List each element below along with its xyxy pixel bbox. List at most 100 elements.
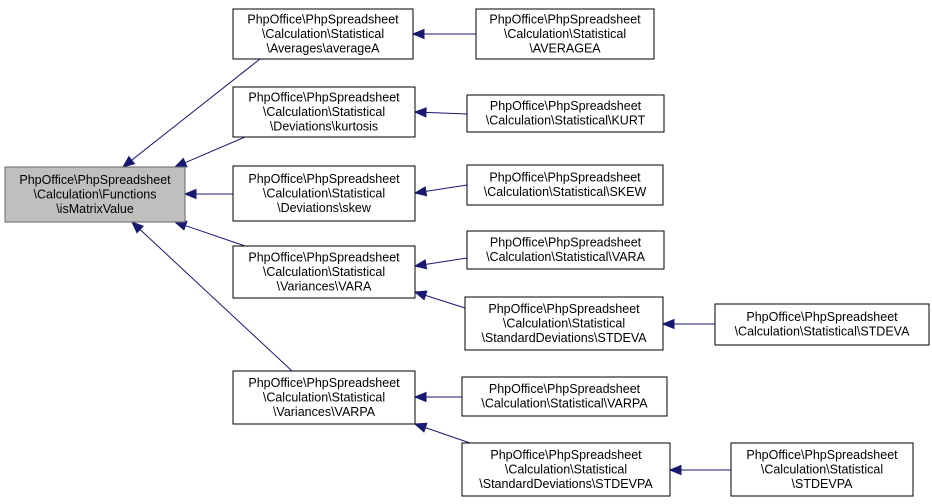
node-box	[714, 303, 930, 346]
arrowhead	[413, 259, 428, 270]
node-KURT[interactable]: PhpOffice\PhpSpreadsheet\Calculation\Sta…	[466, 94, 665, 133]
node-label-line: \StandardDeviations\STDEVA	[481, 331, 647, 345]
edge-avgA-to-root	[121, 58, 261, 168]
node-label-line: \Calculation\Statistical	[263, 105, 385, 119]
edge-line	[425, 257, 468, 265]
node-label-line: \Calculation\Statistical	[505, 462, 627, 476]
edge-line	[185, 225, 246, 247]
arrowhead	[173, 220, 188, 231]
node-label-line: PhpOffice\PhpSpreadsheet	[746, 310, 898, 324]
arrowhead	[411, 28, 425, 40]
node-label-line: \Calculation\Statistical\KURT	[486, 114, 646, 128]
node-box	[232, 370, 416, 425]
edge-kurtosis-to-root	[173, 136, 246, 168]
node-label-line: PhpOffice\PhpSpreadsheet	[490, 448, 642, 462]
edges-layer	[121, 28, 731, 476]
node-label-line: \AVERAGEA	[529, 41, 601, 55]
arrowhead	[413, 290, 428, 301]
node-varpa[interactable]: PhpOffice\PhpSpreadsheet\Calculation\Sta…	[232, 370, 416, 425]
arrowhead	[413, 107, 427, 118]
node-box	[232, 245, 416, 299]
node-label-line: \Calculation\Functions	[34, 187, 157, 201]
edge-VARPA-to-varpa	[413, 391, 462, 403]
node-label-line: PhpOffice\PhpSpreadsheet	[488, 302, 640, 316]
edge-VARA-to-vara	[413, 257, 468, 270]
node-label-line: \Calculation\Statistical\VARPA	[481, 397, 648, 411]
node-skew[interactable]: PhpOffice\PhpSpreadsheet\Calculation\Sta…	[232, 165, 416, 222]
node-label-line: \Calculation\Statistical\SKEW	[484, 185, 647, 199]
node-label-line: PhpOffice\PhpSpreadsheet	[19, 173, 171, 187]
node-vara[interactable]: PhpOffice\PhpSpreadsheet\Calculation\Sta…	[232, 245, 416, 299]
node-label-line: PhpOffice\PhpSpreadsheet	[489, 12, 641, 26]
node-SKEW[interactable]: PhpOffice\PhpSpreadsheet\Calculation\Sta…	[466, 164, 664, 206]
arrowhead	[661, 318, 675, 330]
node-label-line: \Calculation\Statistical\VARA	[486, 250, 646, 264]
node-VARA[interactable]: PhpOffice\PhpSpreadsheet\Calculation\Sta…	[466, 230, 665, 270]
node-label-line: \Calculation\Statistical\STDEVA	[735, 325, 910, 339]
node-sdSTDEVA[interactable]: PhpOffice\PhpSpreadsheet\Calculation\Sta…	[464, 296, 664, 351]
node-box	[461, 376, 668, 417]
node-box	[466, 94, 665, 133]
edge-KURT-to-kurtosis	[413, 107, 468, 118]
node-label-line: PhpOffice\PhpSpreadsheet	[248, 250, 400, 264]
edge-SKEW-to-skew	[413, 184, 468, 197]
node-label-line: \Averages\averageA	[266, 41, 380, 55]
node-label-line: \Deviations\skew	[277, 201, 372, 215]
edge-line	[425, 427, 471, 444]
node-label-line: PhpOffice\PhpSpreadsheet	[247, 12, 399, 26]
node-VARPA[interactable]: PhpOffice\PhpSpreadsheet\Calculation\Sta…	[461, 376, 668, 417]
arrowhead	[173, 157, 188, 168]
arrowhead	[413, 391, 427, 403]
edge-varpa-to-root	[131, 221, 293, 372]
node-label-line: \StandardDeviations\STDEVPA	[479, 477, 653, 491]
edge-line	[425, 184, 468, 192]
arrowhead	[183, 188, 197, 200]
node-label-line: PhpOffice\PhpSpreadsheet	[248, 90, 400, 104]
node-label-line: PhpOffice\PhpSpreadsheet	[490, 99, 642, 113]
nodes-layer: PhpOffice\PhpSpreadsheet\Calculation\Fun…	[4, 8, 930, 497]
node-label-line: \Calculation\Statistical	[263, 186, 385, 200]
node-label-line: PhpOffice\PhpSpreadsheet	[490, 236, 642, 250]
edge-line	[425, 294, 466, 309]
edge-line	[184, 136, 246, 164]
edge-skew-to-root	[183, 188, 233, 200]
node-kurtosis[interactable]: PhpOffice\PhpSpreadsheet\Calculation\Sta…	[232, 86, 416, 138]
node-box	[730, 442, 914, 497]
node-box	[232, 86, 416, 138]
node-label-line: PhpOffice\PhpSpreadsheet	[489, 171, 641, 185]
node-label-line: \Calculation\Statistical	[761, 462, 883, 476]
node-box	[232, 8, 414, 60]
node-label-line: \isMatrixValue	[56, 202, 134, 216]
arrowhead	[668, 464, 682, 476]
node-label-line: \STDEVPA	[792, 477, 854, 491]
arrowhead	[413, 186, 428, 197]
edge-line	[139, 229, 293, 372]
node-label-line: \Calculation\Statistical	[263, 265, 385, 279]
node-AVERAGEA[interactable]: PhpOffice\PhpSpreadsheet\Calculation\Sta…	[475, 8, 655, 60]
edge-vara-to-root	[173, 220, 246, 247]
node-box	[466, 164, 664, 206]
edge-line	[425, 111, 468, 115]
edge-STDEVA-to-sdSTDEVA	[661, 318, 715, 330]
node-STDEVA[interactable]: PhpOffice\PhpSpreadsheet\Calculation\Sta…	[714, 303, 930, 346]
node-sdSTDEVPA[interactable]: PhpOffice\PhpSpreadsheet\Calculation\Sta…	[461, 442, 671, 497]
node-box	[466, 230, 665, 270]
node-label-line: \Variances\VARPA	[273, 405, 376, 419]
edge-sdSTDEVA-to-vara	[413, 290, 466, 309]
node-label-line: PhpOffice\PhpSpreadsheet	[489, 382, 641, 396]
node-STDEVPA[interactable]: PhpOffice\PhpSpreadsheet\Calculation\Sta…	[730, 442, 914, 497]
node-box	[475, 8, 655, 60]
arrowhead	[413, 422, 428, 433]
node-label-line: \Calculation\Statistical	[263, 390, 385, 404]
node-label-line: PhpOffice\PhpSpreadsheet	[248, 376, 400, 390]
node-box	[461, 442, 671, 497]
node-avgA[interactable]: PhpOffice\PhpSpreadsheet\Calculation\Sta…	[232, 8, 414, 60]
node-root[interactable]: PhpOffice\PhpSpreadsheet\Calculation\Fun…	[4, 166, 186, 223]
node-label-line: PhpOffice\PhpSpreadsheet	[248, 172, 400, 186]
node-label-line: \Variances\VARA	[277, 279, 372, 293]
arrowhead	[121, 155, 136, 168]
edge-AVERAGEA-to-avgA	[411, 28, 476, 40]
arrowhead	[131, 221, 144, 234]
node-box	[4, 166, 186, 223]
